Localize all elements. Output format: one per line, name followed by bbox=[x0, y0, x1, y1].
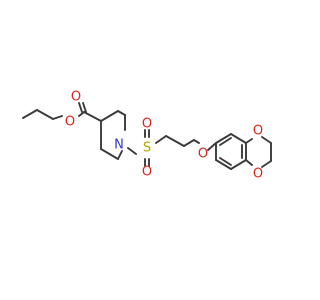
atom-o-ester-carbonyl: O bbox=[71, 90, 81, 105]
bond-ar-c2-c3 bbox=[230, 133, 247, 144]
atom-n-piperidine: N bbox=[114, 138, 124, 153]
atom-o-ester-ether: O bbox=[65, 115, 75, 130]
bond-carbonyl-ring bbox=[83, 111, 102, 122]
bond-ar-c4-c5 bbox=[230, 159, 247, 170]
bond-s-ch2a bbox=[155, 135, 167, 144]
bond-dioxole-ch2-o-b bbox=[261, 160, 272, 168]
bond-ch2c-o bbox=[193, 139, 200, 144]
bond-ar-c1-c2 bbox=[215, 133, 232, 144]
bond-carbonyl-double-b bbox=[82, 102, 87, 113]
bond-dioxole-o-c4 bbox=[245, 159, 253, 166]
bond-ch2b-ch2c bbox=[183, 139, 195, 147]
atom-o-aryl-ether: O bbox=[198, 147, 208, 162]
bond-pip-n-c2b bbox=[117, 150, 123, 160]
bond-pip-c3a-c2a bbox=[117, 110, 126, 116]
bond-n-s bbox=[127, 147, 137, 155]
bond-dioxole-c3-o bbox=[245, 138, 253, 144]
bond-o-aryl bbox=[207, 142, 217, 151]
bond-carbonyl-double-a bbox=[78, 102, 83, 113]
atom-o-sulfonyl-top: O bbox=[142, 117, 152, 132]
atom-o-dioxole-top: O bbox=[253, 124, 263, 139]
molecule-structure-diagram: O O N S O O O O O bbox=[22, 90, 272, 182]
bond-ch2-ester-o bbox=[52, 115, 63, 120]
bond-ch2a-ch2b bbox=[165, 135, 185, 147]
bond-ester-o-carbonyl bbox=[78, 111, 85, 117]
bond-ar-inner-a bbox=[219, 137, 232, 146]
bond-pip-c2b-c3b bbox=[100, 148, 119, 160]
bond-ar-inner-c bbox=[219, 157, 232, 166]
bond-ethyl-ch2 bbox=[36, 109, 54, 120]
bond-pip-c4-c3a bbox=[100, 110, 119, 122]
bond-dioxole-o-ch2 bbox=[261, 136, 272, 144]
atom-o-sulfonyl-bottom: O bbox=[142, 165, 152, 180]
atom-s-sulfonyl: S bbox=[143, 141, 151, 156]
atom-o-dioxole-bottom: O bbox=[253, 167, 263, 182]
bond-ethyl-ch3 bbox=[22, 109, 38, 119]
bond-ar-c5-c6 bbox=[215, 159, 232, 170]
